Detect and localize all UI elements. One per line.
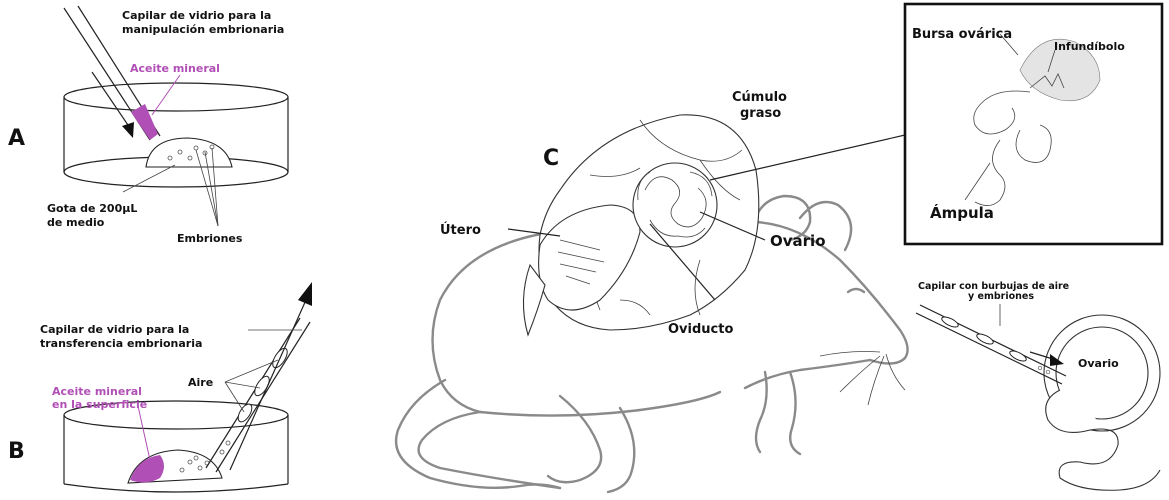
petri-dish-a [64,83,288,187]
panel-a-letter: A [8,126,25,151]
panel-b-letter: B [8,439,25,464]
panel-a: A Capilar de vidrio para la [8,6,288,245]
infundibulum-label: Infundíbolo [1054,40,1125,53]
embryos-label: Embriones [177,232,243,245]
transfer-capillary [206,318,310,472]
inset-box: Bursa ovárica Infundíbolo Ámpula [905,4,1162,244]
capillary-label-a-2: manipulación embrionaria [122,23,284,36]
panel-b: B Ca [8,282,312,492]
transfer-detail: Capilar con burbujas de aire y embriones… [916,281,1160,490]
oil-label-b-2: en la superficie [52,398,147,411]
oil-label-b-1: Aceite mineral [52,385,142,398]
fat-label-2: graso [740,106,781,121]
air-label: Aire [188,376,213,389]
ovary-label: Ovario [770,232,826,250]
fat-label-1: Cúmulo [732,90,787,105]
uterus-label: Útero [440,222,481,238]
ampulla-label: Ámpula [930,203,994,222]
oviduct-label: Oviducto [668,322,733,337]
transfer-capillary-label-2: y embriones [968,291,1034,302]
medium-drop-a [146,138,232,167]
drop-label-a-1: Gota de 200µL [47,202,137,215]
ovary-coil [633,163,717,247]
panel-c-letter: C [543,146,559,171]
drop-label-a-2: de medio [47,216,105,229]
capillary-label-a-1: Capilar de vidrio para la [122,9,271,22]
capillary-label-b-1: Capilar de vidrio para la [40,323,189,336]
panel-c: C [396,90,908,492]
capillary-label-b-2: transferencia embrionaria [40,337,202,350]
oil-label-a: Aceite mineral [130,62,220,75]
arrow-b [230,282,312,470]
transfer-ovary-label: Ovario [1078,357,1119,370]
bursa-label: Bursa ovárica [912,27,1012,42]
